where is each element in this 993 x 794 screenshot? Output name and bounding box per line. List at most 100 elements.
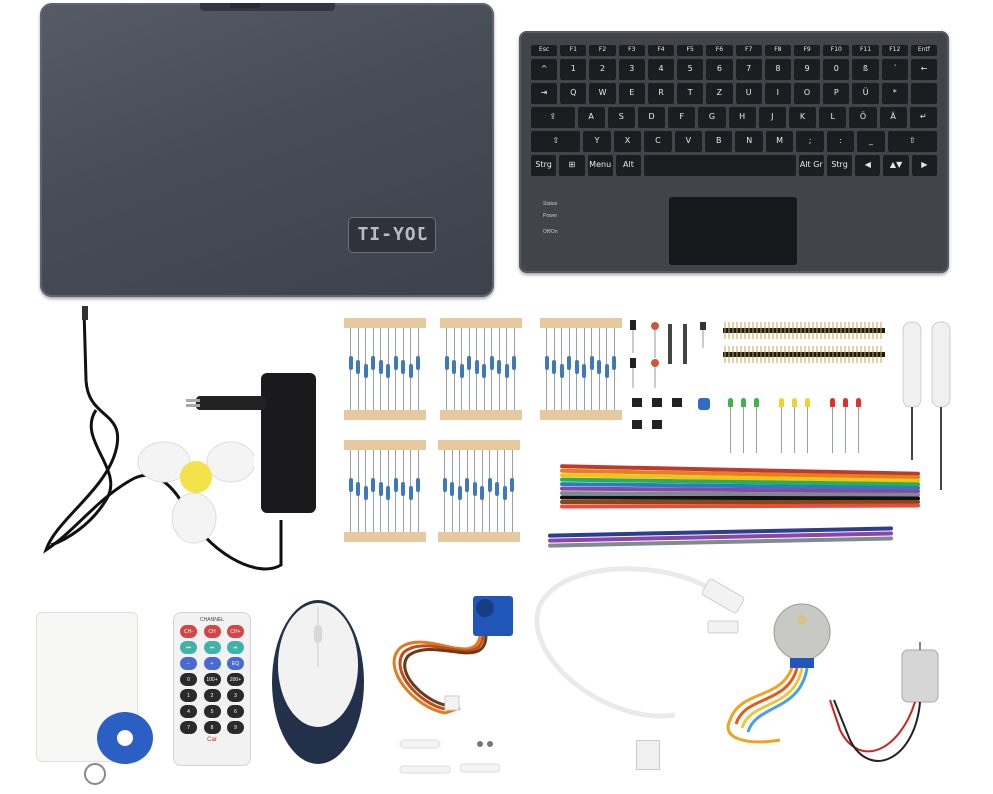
key[interactable]: S [607,107,635,128]
key[interactable]: R [647,83,675,104]
key[interactable]: T [677,83,704,104]
remote-button[interactable]: − [180,657,197,670]
remote-button[interactable]: 100+ [203,673,221,686]
remote-button[interactable]: 5 [203,705,221,718]
key[interactable]: P [823,83,850,104]
key[interactable]: F2 [589,45,616,56]
remote-button[interactable]: + [203,657,221,670]
key[interactable]: F1 [560,45,587,56]
key[interactable]: ´ [881,59,908,80]
key[interactable]: L [819,107,847,128]
key[interactable]: Entf [910,45,938,56]
key[interactable]: 0 [823,59,850,80]
remote-button[interactable]: ⏮ [180,641,197,654]
pin-headers [723,322,885,363]
remote-button[interactable]: ⏭ [203,641,221,654]
key[interactable]: F12 [881,45,908,56]
key[interactable]: 3 [618,59,645,80]
key[interactable]: F [668,107,696,128]
remote-button[interactable]: ⏯ [227,641,244,654]
remote-button[interactable]: 9 [227,721,244,734]
key[interactable]: C [644,131,672,152]
key[interactable]: ▲▼ [883,155,909,176]
key[interactable]: E [618,83,645,104]
key[interactable]: U [735,83,762,104]
key[interactable]: 4 [647,59,675,80]
key[interactable]: 1 [560,59,587,80]
key[interactable]: F4 [647,45,675,56]
key[interactable] [910,83,938,104]
key[interactable]: 6 [706,59,733,80]
key[interactable]: F9 [793,45,821,56]
key[interactable]: Alt Gr [798,155,824,176]
remote-button[interactable]: 3 [227,689,244,702]
remote-button[interactable]: 8 [203,721,221,734]
key[interactable]: 2 [589,59,616,80]
key[interactable]: W [589,83,616,104]
key[interactable]: Ä [879,107,907,128]
key[interactable]: Y [583,131,611,152]
key[interactable]: Ö [849,107,877,128]
key[interactable]: ← [910,59,938,80]
key[interactable]: ⊞ [559,155,585,176]
key[interactable]: V [674,131,703,152]
key[interactable]: I [764,83,791,104]
key[interactable]: ⇧ [887,131,937,152]
key[interactable]: _ [857,131,885,152]
key[interactable]: * [881,83,908,104]
key[interactable]: 8 [764,59,791,80]
key[interactable]: F6 [706,45,733,56]
remote-button[interactable]: CH+ [227,625,244,638]
key[interactable]: 7 [735,59,762,80]
key[interactable]: F8 [764,45,791,56]
key[interactable]: 5 [677,59,704,80]
remote-button[interactable]: 2 [203,689,221,702]
key[interactable]: D [637,107,666,128]
key[interactable]: 9 [793,59,821,80]
key[interactable]: Menu [587,155,613,176]
key[interactable]: H [728,107,756,128]
remote-button[interactable]: 4 [180,705,197,718]
key[interactable]: ◀ [855,155,881,176]
remote-button[interactable]: 0 [180,673,197,686]
key[interactable]: ↵ [909,107,937,128]
key[interactable]: J [758,107,786,128]
key[interactable]: F3 [618,45,645,56]
key[interactable]: B [705,131,733,152]
key[interactable]: X [613,131,642,152]
key[interactable]: Ü [852,83,879,104]
key[interactable]: F11 [852,45,879,56]
remote-button[interactable]: CH- [180,625,197,638]
scroll-wheel [314,625,322,643]
remote-button[interactable]: 1 [180,689,197,702]
key[interactable]: Alt [615,155,642,176]
key[interactable]: ; [796,131,824,152]
key[interactable]: Esc [531,45,558,56]
key[interactable] [644,155,796,176]
key[interactable]: F5 [677,45,704,56]
key[interactable]: ß [852,59,879,80]
key[interactable]: N [735,131,763,152]
key[interactable]: M [765,131,794,152]
remote-button[interactable]: CH [203,625,221,638]
key[interactable]: A [577,107,605,128]
key[interactable]: F10 [823,45,850,56]
key[interactable]: Strg [826,155,853,176]
remote-button[interactable]: EQ [227,657,244,670]
remote-button[interactable]: 200+ [227,673,244,686]
key[interactable]: ^ [531,59,558,80]
key[interactable]: : [826,131,855,152]
key[interactable]: G [698,107,726,128]
key[interactable]: F7 [735,45,762,56]
remote-button[interactable]: 7 [180,721,197,734]
key[interactable]: ⇧ [531,131,581,152]
key[interactable]: ⇪ [531,107,575,128]
key[interactable]: O [793,83,821,104]
key[interactable]: Q [560,83,587,104]
key[interactable]: ▶ [911,155,937,176]
key[interactable]: Strg [531,155,557,176]
key[interactable]: K [788,107,817,128]
key[interactable]: ⇥ [531,83,558,104]
remote-button[interactable]: 6 [227,705,244,718]
key[interactable]: Z [706,83,733,104]
